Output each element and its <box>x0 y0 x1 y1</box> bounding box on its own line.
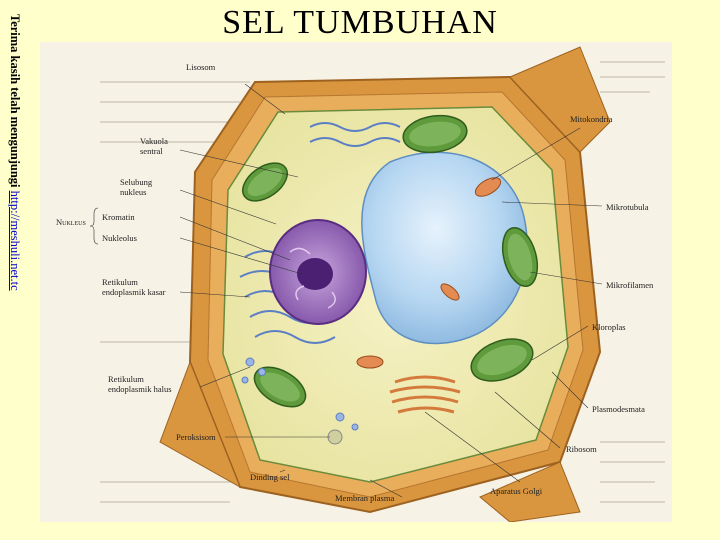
label-plasmodesmata: Plasmodesmata <box>592 404 645 414</box>
label-selubung-1: Selubung <box>120 177 153 187</box>
background-text-right <box>600 61 665 503</box>
label-nukleolus: Nukleolus <box>102 233 137 243</box>
label-re-kasar-2: endoplasmik kasar <box>102 287 166 297</box>
smooth-er <box>241 357 359 431</box>
label-kloroplas: Kloroplas <box>592 322 626 332</box>
nucleus <box>269 219 367 325</box>
label-vakuola-2: sentral <box>140 146 163 156</box>
label-re-kasar-1: Retikulum <box>102 277 138 287</box>
label-mikrotubula: Mikrotubula <box>606 202 649 212</box>
er-top <box>309 122 401 147</box>
mitochondria <box>356 177 502 369</box>
label-selubung-2: nukleus <box>120 187 146 197</box>
central-vacuole <box>361 151 528 345</box>
side-note-link[interactable]: http://meshuli.net.tc <box>8 190 22 291</box>
label-mitokondria: Mitokondria <box>570 114 613 124</box>
side-note-text: Terima kasih telah mengunjungi <box>8 14 22 191</box>
slide-title: SEL TUMBUHAN <box>222 4 498 41</box>
label-re-halus-2: endoplasmik halus <box>108 384 172 394</box>
nucleolus <box>297 258 333 290</box>
label-re-halus-1: Retikulum <box>108 374 144 384</box>
label-ribosom: Ribosom <box>566 444 597 454</box>
peroxisome <box>327 429 343 445</box>
label-dinding-sel: Dinding sel <box>250 472 290 482</box>
side-note: Terima kasih telah mengunjungi http://me… <box>4 14 24 344</box>
leader-lines <box>179 83 603 498</box>
label-membran-plasma: Membran plasma <box>335 493 394 503</box>
plant-cell-figure: Lisosom Vakuola sentral Selubung nukleus… <box>40 42 672 522</box>
nukleus-bracket <box>89 207 99 245</box>
background-text-left <box>100 81 250 503</box>
label-vakuola-1: Vakuola <box>140 136 168 146</box>
label-aparatus-golgi: Aparatus Golgi <box>490 486 543 496</box>
golgi-apparatus <box>389 375 461 414</box>
label-mikrofilamen: Mikrofilamen <box>606 280 654 290</box>
plant-cell-diagram: Lisosom Vakuola sentral Selubung nukleus… <box>56 46 665 522</box>
label-peroksisom: Peroksisom <box>176 432 216 442</box>
label-kromatin: Kromatin <box>102 212 135 222</box>
chloroplasts <box>242 114 539 408</box>
label-lisosom: Lisosom <box>186 62 216 72</box>
label-nukleus: Nukleus <box>56 217 86 227</box>
